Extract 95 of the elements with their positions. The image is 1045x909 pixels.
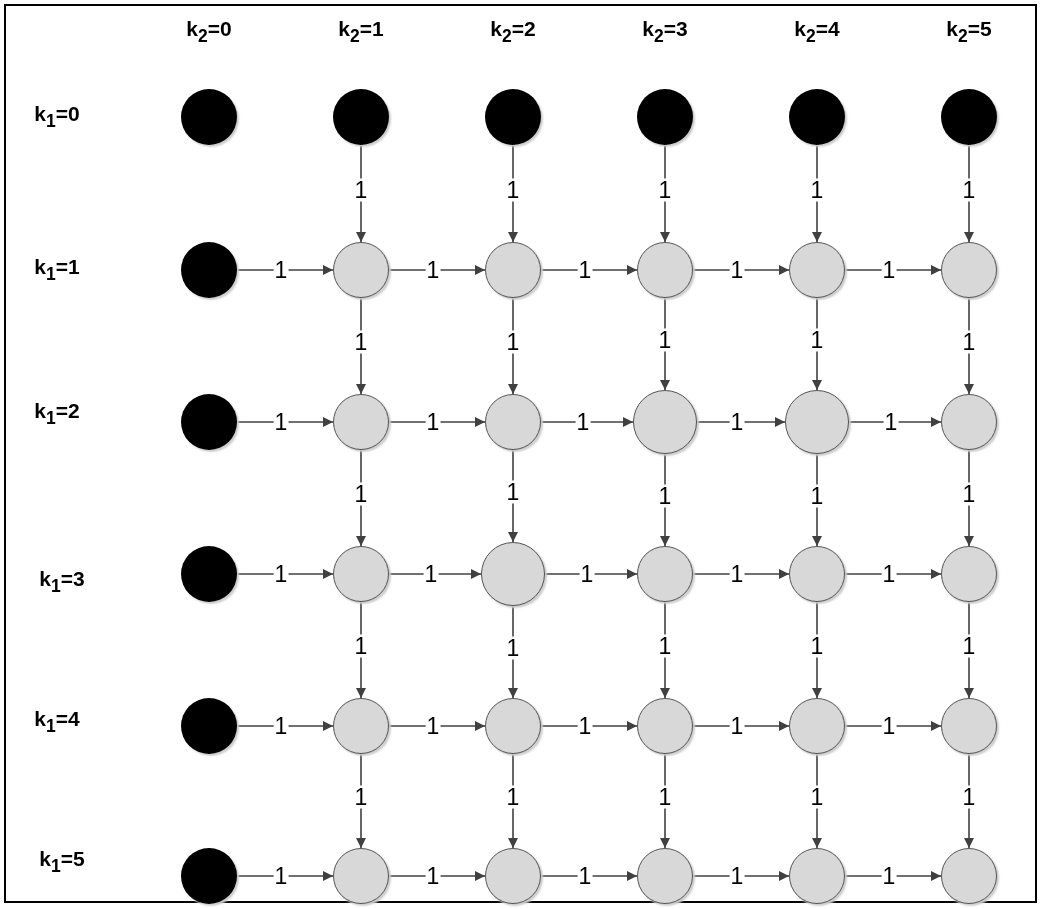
- arrow: [236, 417, 334, 427]
- edge-label: 1: [657, 785, 673, 809]
- column-header: k$_{2}$=2: [490, 17, 536, 47]
- edge-label: 1: [505, 785, 521, 809]
- arrow: [696, 417, 786, 427]
- column-header: k$_{2}$=1: [338, 17, 384, 47]
- arrow: [236, 569, 334, 579]
- edge-label: 1: [505, 330, 521, 354]
- edge-label: 1: [809, 785, 825, 809]
- state-circle: [333, 546, 389, 602]
- arrow: [388, 871, 486, 881]
- edge-label: 1: [657, 634, 673, 658]
- edge-label: 1: [657, 178, 673, 201]
- arrow: [692, 265, 790, 275]
- arrow: [844, 569, 942, 579]
- state-circle: [485, 848, 541, 904]
- state-circle: [941, 394, 997, 450]
- edge-label: 1: [353, 785, 369, 809]
- row-header: k$_{1}$=1: [34, 255, 80, 285]
- state-circle: [789, 698, 845, 754]
- state-circle-filled: [181, 89, 237, 145]
- state-circle: [485, 698, 541, 754]
- row-header: k$_{1}$=2: [34, 399, 80, 429]
- edge-label: 1: [809, 178, 825, 201]
- column-header: k$_{2}$=0: [186, 17, 232, 47]
- arrow: [844, 721, 942, 731]
- state-circle-filled: [181, 242, 237, 298]
- state-circle: [637, 848, 693, 904]
- edge-label: 1: [505, 178, 521, 201]
- row-header: k$_{1}$=3: [39, 567, 85, 597]
- state-circle: [789, 242, 845, 298]
- arrow: [236, 265, 334, 275]
- arrow: [692, 721, 790, 731]
- row-header: k$_{1}$=0: [34, 102, 80, 132]
- state-circle-filled: [181, 698, 237, 754]
- edge-label: 1: [961, 785, 977, 809]
- edge-label: 1: [809, 484, 825, 508]
- edge-label: 1: [961, 482, 977, 506]
- state-circle: [637, 242, 693, 298]
- edge-label: 1: [809, 328, 825, 352]
- state-circle: [789, 546, 845, 602]
- state-circle: [333, 848, 389, 904]
- arrow: [844, 265, 942, 275]
- state-circle: [941, 848, 997, 904]
- arrow: [844, 871, 942, 881]
- state-circle: [941, 546, 997, 602]
- state-circle: [941, 698, 997, 754]
- edge-label: 1: [505, 480, 521, 504]
- edge-label: 1: [353, 330, 369, 354]
- arrow: [540, 721, 638, 731]
- state-circle: [637, 698, 693, 754]
- state-circle-filled: [333, 89, 389, 145]
- edge-label: 1: [809, 634, 825, 658]
- state-circle: [485, 394, 541, 450]
- arrow: [388, 417, 486, 427]
- edge-label: 1: [353, 482, 369, 506]
- arrow: [544, 569, 638, 579]
- row-header: k$_{1}$=4: [34, 707, 80, 737]
- edge-label: 1: [353, 634, 369, 658]
- state-circle-filled: [485, 89, 541, 145]
- arrow: [692, 871, 790, 881]
- state-circle: [333, 698, 389, 754]
- column-header: k$_{2}$=5: [946, 17, 992, 47]
- column-header: k$_{2}$=4: [794, 17, 840, 47]
- state-circle: [333, 394, 389, 450]
- column-header: k$_{2}$=3: [642, 17, 688, 47]
- state-circle-filled: [789, 89, 845, 145]
- edge-label: 1: [961, 634, 977, 658]
- state-circle-filled: [181, 848, 237, 904]
- edge-label: 1: [961, 178, 977, 201]
- edge-label: 1: [961, 330, 977, 354]
- edge-label: 1: [353, 178, 369, 201]
- arrow: [388, 569, 482, 579]
- edge-label: 1: [505, 636, 521, 660]
- state-circle: [637, 546, 693, 602]
- arrow: [388, 265, 486, 275]
- edge-label: 1: [657, 328, 673, 352]
- arrow: [848, 417, 942, 427]
- arrow: [540, 265, 638, 275]
- edge-label: 1: [657, 484, 673, 508]
- state-circle: [485, 242, 541, 298]
- arrow: [388, 721, 486, 731]
- state-circle: [941, 242, 997, 298]
- state-circle: [789, 848, 845, 904]
- arrow: [540, 871, 638, 881]
- row-header: k$_{1}$=5: [39, 847, 85, 877]
- arrow: [692, 569, 790, 579]
- state-circle-filled: [181, 546, 237, 602]
- arrow: [236, 721, 334, 731]
- arrow: [540, 417, 634, 427]
- arrow: [236, 871, 334, 881]
- state-circle-filled: [181, 394, 237, 450]
- state-circle: [333, 242, 389, 298]
- state-circle-filled: [941, 89, 997, 145]
- state-circle-filled: [637, 89, 693, 145]
